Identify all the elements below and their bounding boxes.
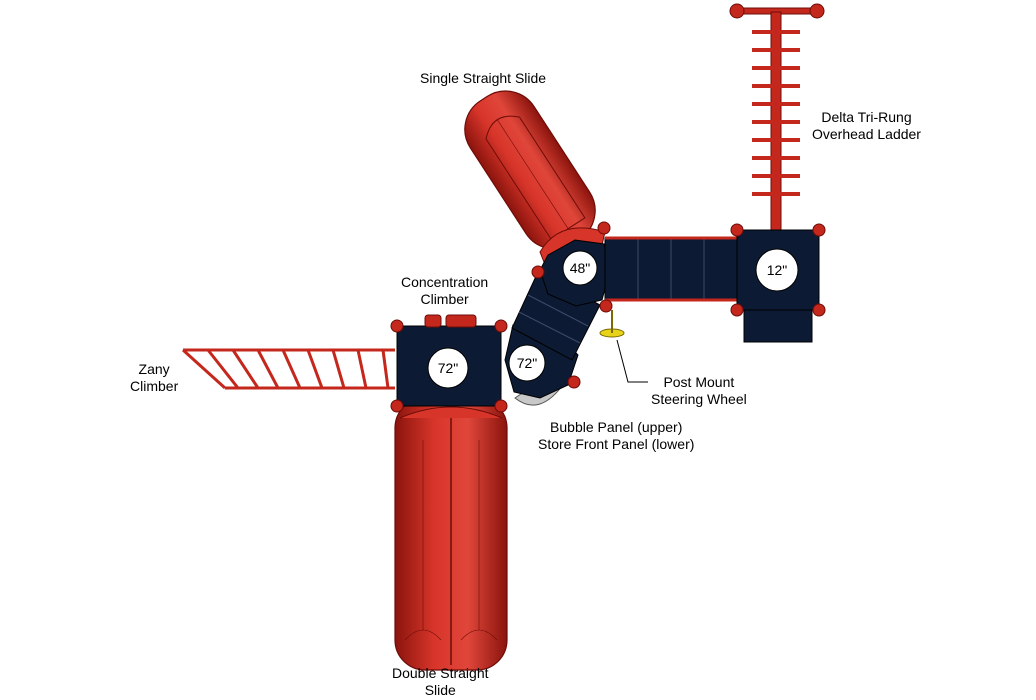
label-concentration-line2: Climber bbox=[420, 291, 469, 307]
concentration-climber bbox=[424, 314, 477, 328]
label-concentration-line1: Concentration bbox=[401, 274, 489, 290]
height-badge-left: 72" bbox=[427, 347, 469, 389]
label-bubble-panel: Bubble Panel (upper) Store Front Panel (… bbox=[538, 419, 694, 453]
steering-leader-line bbox=[616, 339, 648, 383]
height-label-left: 72" bbox=[438, 360, 459, 376]
right-deck-step bbox=[743, 309, 813, 343]
label-double-slide-line2: Slide bbox=[424, 682, 456, 698]
label-single-straight-slide: Single Straight Slide bbox=[420, 70, 546, 87]
label-zany-line2: Climber bbox=[130, 378, 179, 394]
label-zany-climber: Zany Climber bbox=[130, 361, 178, 395]
label-steering-wheel: Post Mount Steering Wheel bbox=[651, 374, 747, 408]
label-concentration-climber: Concentration Climber bbox=[401, 274, 488, 308]
height-label-upper: 48" bbox=[570, 260, 591, 276]
steering-wheel bbox=[599, 310, 625, 338]
double-straight-slide bbox=[394, 397, 508, 671]
height-badge-right: 12" bbox=[755, 248, 799, 292]
label-steering-line2: Steering Wheel bbox=[651, 391, 747, 407]
label-steering-line1: Post Mount bbox=[663, 374, 735, 390]
label-double-slide-line1: Double Straight bbox=[392, 665, 489, 681]
corner-posts bbox=[390, 221, 826, 413]
label-single-slide-line: Single Straight Slide bbox=[420, 70, 547, 86]
height-badge-upper: 48" bbox=[562, 250, 598, 286]
label-bubble-line1: Bubble Panel (upper) bbox=[550, 419, 683, 435]
label-zany-line1: Zany bbox=[138, 361, 170, 377]
zany-climber bbox=[181, 348, 395, 390]
label-overhead-line2: Overhead Ladder bbox=[812, 126, 921, 142]
label-double-straight-slide: Double Straight Slide bbox=[392, 665, 489, 699]
overhead-ladder bbox=[729, 3, 825, 238]
height-label-mid: 72" bbox=[517, 355, 538, 371]
label-overhead-ladder: Delta Tri-Rung Overhead Ladder bbox=[812, 109, 921, 143]
label-overhead-line1: Delta Tri-Rung bbox=[821, 109, 912, 125]
label-bubble-line2: Store Front Panel (lower) bbox=[538, 436, 695, 452]
height-label-right: 12" bbox=[767, 262, 788, 278]
height-badge-mid: 72" bbox=[508, 344, 546, 382]
